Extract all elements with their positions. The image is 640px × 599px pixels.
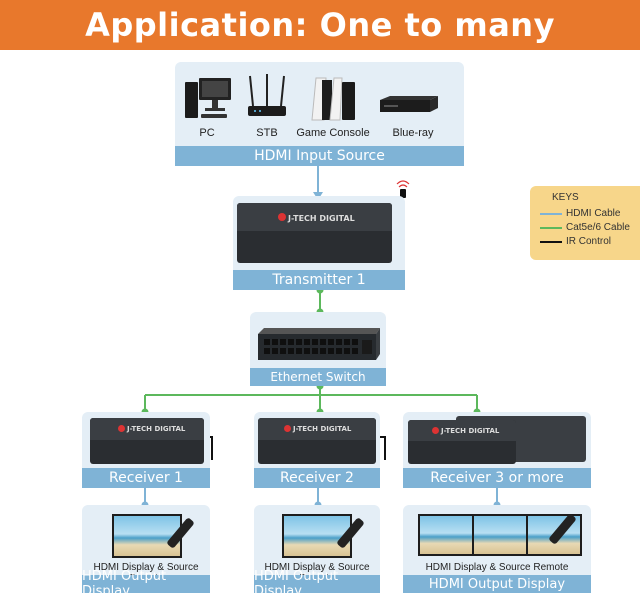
key-ir-line xyxy=(540,240,562,243)
receiver-3-top xyxy=(408,420,516,441)
receiver-1-brand: J-TECH DIGITAL xyxy=(127,425,186,433)
device-label-pc: PC xyxy=(199,127,215,139)
output-3-label: HDMI Output Display xyxy=(403,575,591,593)
device-label-stb: STB xyxy=(256,127,278,139)
receiver-2-brand: J-TECH DIGITAL xyxy=(293,425,352,433)
device-label-game-console: Game Console xyxy=(296,127,370,139)
receiver-2-logo-mark xyxy=(284,425,291,432)
device-label-blu-ray: Blue-ray xyxy=(392,127,434,139)
key-cat-label: Cat5e/6 Cable xyxy=(566,222,630,233)
blu-ray-player-icon xyxy=(380,96,438,112)
receiver-3-label: Receiver 3 or more xyxy=(403,468,591,488)
output-1-label: HDMI Output Display xyxy=(82,569,210,599)
input-source-label: HDMI Input Source xyxy=(175,146,464,166)
receiver-3-logo-mark xyxy=(432,427,439,434)
key-hdmi-cable: HDMI Cable xyxy=(540,208,620,219)
keys-title: KEYS xyxy=(552,192,579,203)
output-2-display xyxy=(282,514,352,558)
key-hdmi-line xyxy=(540,212,562,215)
key-hdmi-label: HDMI Cable xyxy=(566,208,621,219)
key-ir-control: IR Control xyxy=(540,236,611,247)
ir-sensor-icon xyxy=(396,180,410,198)
receiver-1-logo-mark xyxy=(118,425,125,432)
transmitter-label: Transmitter 1 xyxy=(233,270,405,290)
output-3-display-1 xyxy=(418,514,474,556)
receiver-1-top xyxy=(90,418,204,440)
stb-router-icon xyxy=(248,74,286,116)
game-console-icon xyxy=(311,77,355,121)
key-cat-cable: Cat5e/6 Cable xyxy=(540,222,630,233)
transmitter-brand-logo: J-TECH DIGITAL xyxy=(288,214,355,223)
pc-icon xyxy=(185,78,231,118)
receiver-2-label: Receiver 2 xyxy=(254,468,380,488)
receiver-2-top xyxy=(258,418,376,440)
keys-legend: KEYS HDMI Cable Cat5e/6 Cable IR Control xyxy=(530,186,640,260)
switch-label: Ethernet Switch xyxy=(250,368,386,386)
ir-cable-rx2 xyxy=(378,436,386,460)
transmitter-top xyxy=(237,203,392,231)
diagram-title: Application: One to many xyxy=(0,0,640,50)
ethernet-switch-icon xyxy=(258,328,380,360)
output-3-caption: HDMI Display & Source Remote xyxy=(425,562,569,573)
receiver-3-brand: J-TECH DIGITAL xyxy=(441,427,500,435)
output-2-label: HDMI Output Display xyxy=(254,569,380,599)
key-ir-label: IR Control xyxy=(566,236,612,247)
receiver-1-label: Receiver 1 xyxy=(82,468,210,488)
output-3-display-2 xyxy=(472,514,528,556)
transmitter-logo-mark xyxy=(278,213,286,221)
key-cat-line xyxy=(540,226,562,229)
